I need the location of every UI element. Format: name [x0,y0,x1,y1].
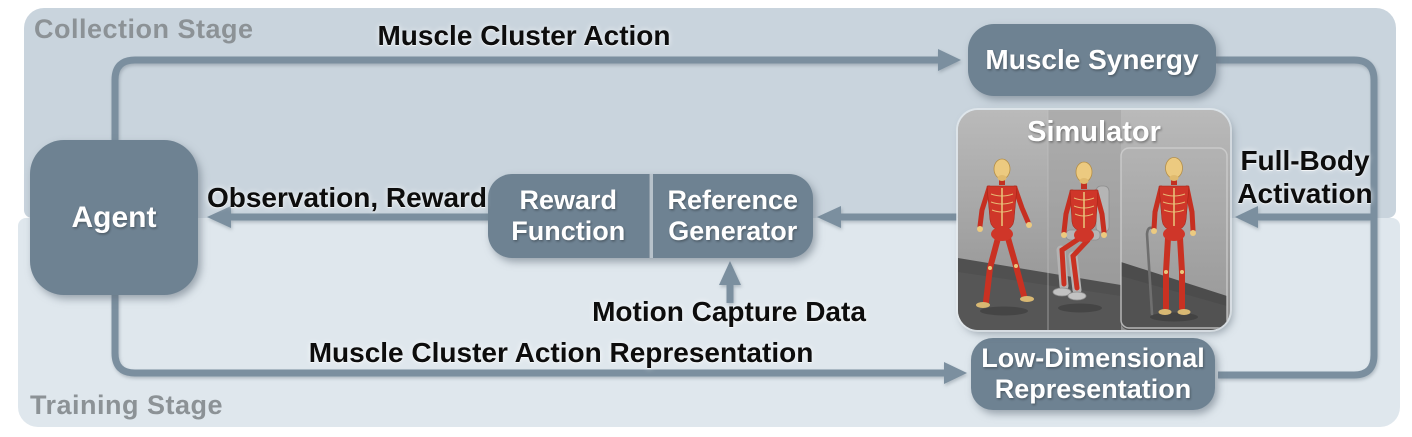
arrowhead-into-reference-generator [817,206,841,228]
reference-generator-cell: Reference Generator [653,174,814,258]
edge-muscle-cluster-action-representation [111,294,944,377]
collection-stage-label: Collection Stage [34,14,254,44]
reward-function-cell: Reward Function [488,174,649,258]
simulator-screenshot [958,110,1230,330]
motion-capture-data-label: Motion Capture Data [592,296,866,327]
reference-generator-label: Reference Generator [667,184,799,246]
agent-label: Agent [71,200,157,234]
arrowhead-into-agent [207,206,231,228]
arrowhead-into-simulator [1235,206,1258,228]
muscle-synergy-node: Muscle Synergy [968,24,1216,96]
reward-function-label: Reward Function [511,184,626,246]
reward-reference-node: Reward Function Reference Generator [488,174,813,258]
muscle-cluster-action-label: Muscle Cluster Action [377,20,671,51]
edge-muscle-cluster-action [111,56,938,141]
muscle-synergy-label: Muscle Synergy [985,44,1199,75]
reward-reference-divider [648,174,653,258]
training-stage-label: Training Stage [30,390,224,420]
low-dimensional-representation-node: Low-Dimensional Representation [971,338,1215,410]
low-dimensional-representation-label: Low-Dimensional Representation [981,342,1205,404]
simulator-node: Simulator [958,110,1230,330]
skeleton-cane-figure [1145,157,1198,322]
agent-node: Agent [30,140,198,295]
observation-reward-label: Observation, Reward [206,182,488,213]
simulator-label: Simulator [1027,116,1161,148]
arrowhead-into-lowdim [944,362,967,384]
edge-synergy-to-lowdim-loop [1216,56,1378,379]
muscle-cluster-action-representation-label: Muscle Cluster Action Representation [308,337,814,368]
arrowhead-into-muscle-synergy [938,49,961,71]
arrowhead-up-into-reference-generator [719,261,741,285]
full-body-activation-label: Full-Body Activation [1237,145,1373,209]
skeleton-exoskeleton-figure [1052,161,1110,313]
skeleton-walking-figure [976,158,1034,316]
